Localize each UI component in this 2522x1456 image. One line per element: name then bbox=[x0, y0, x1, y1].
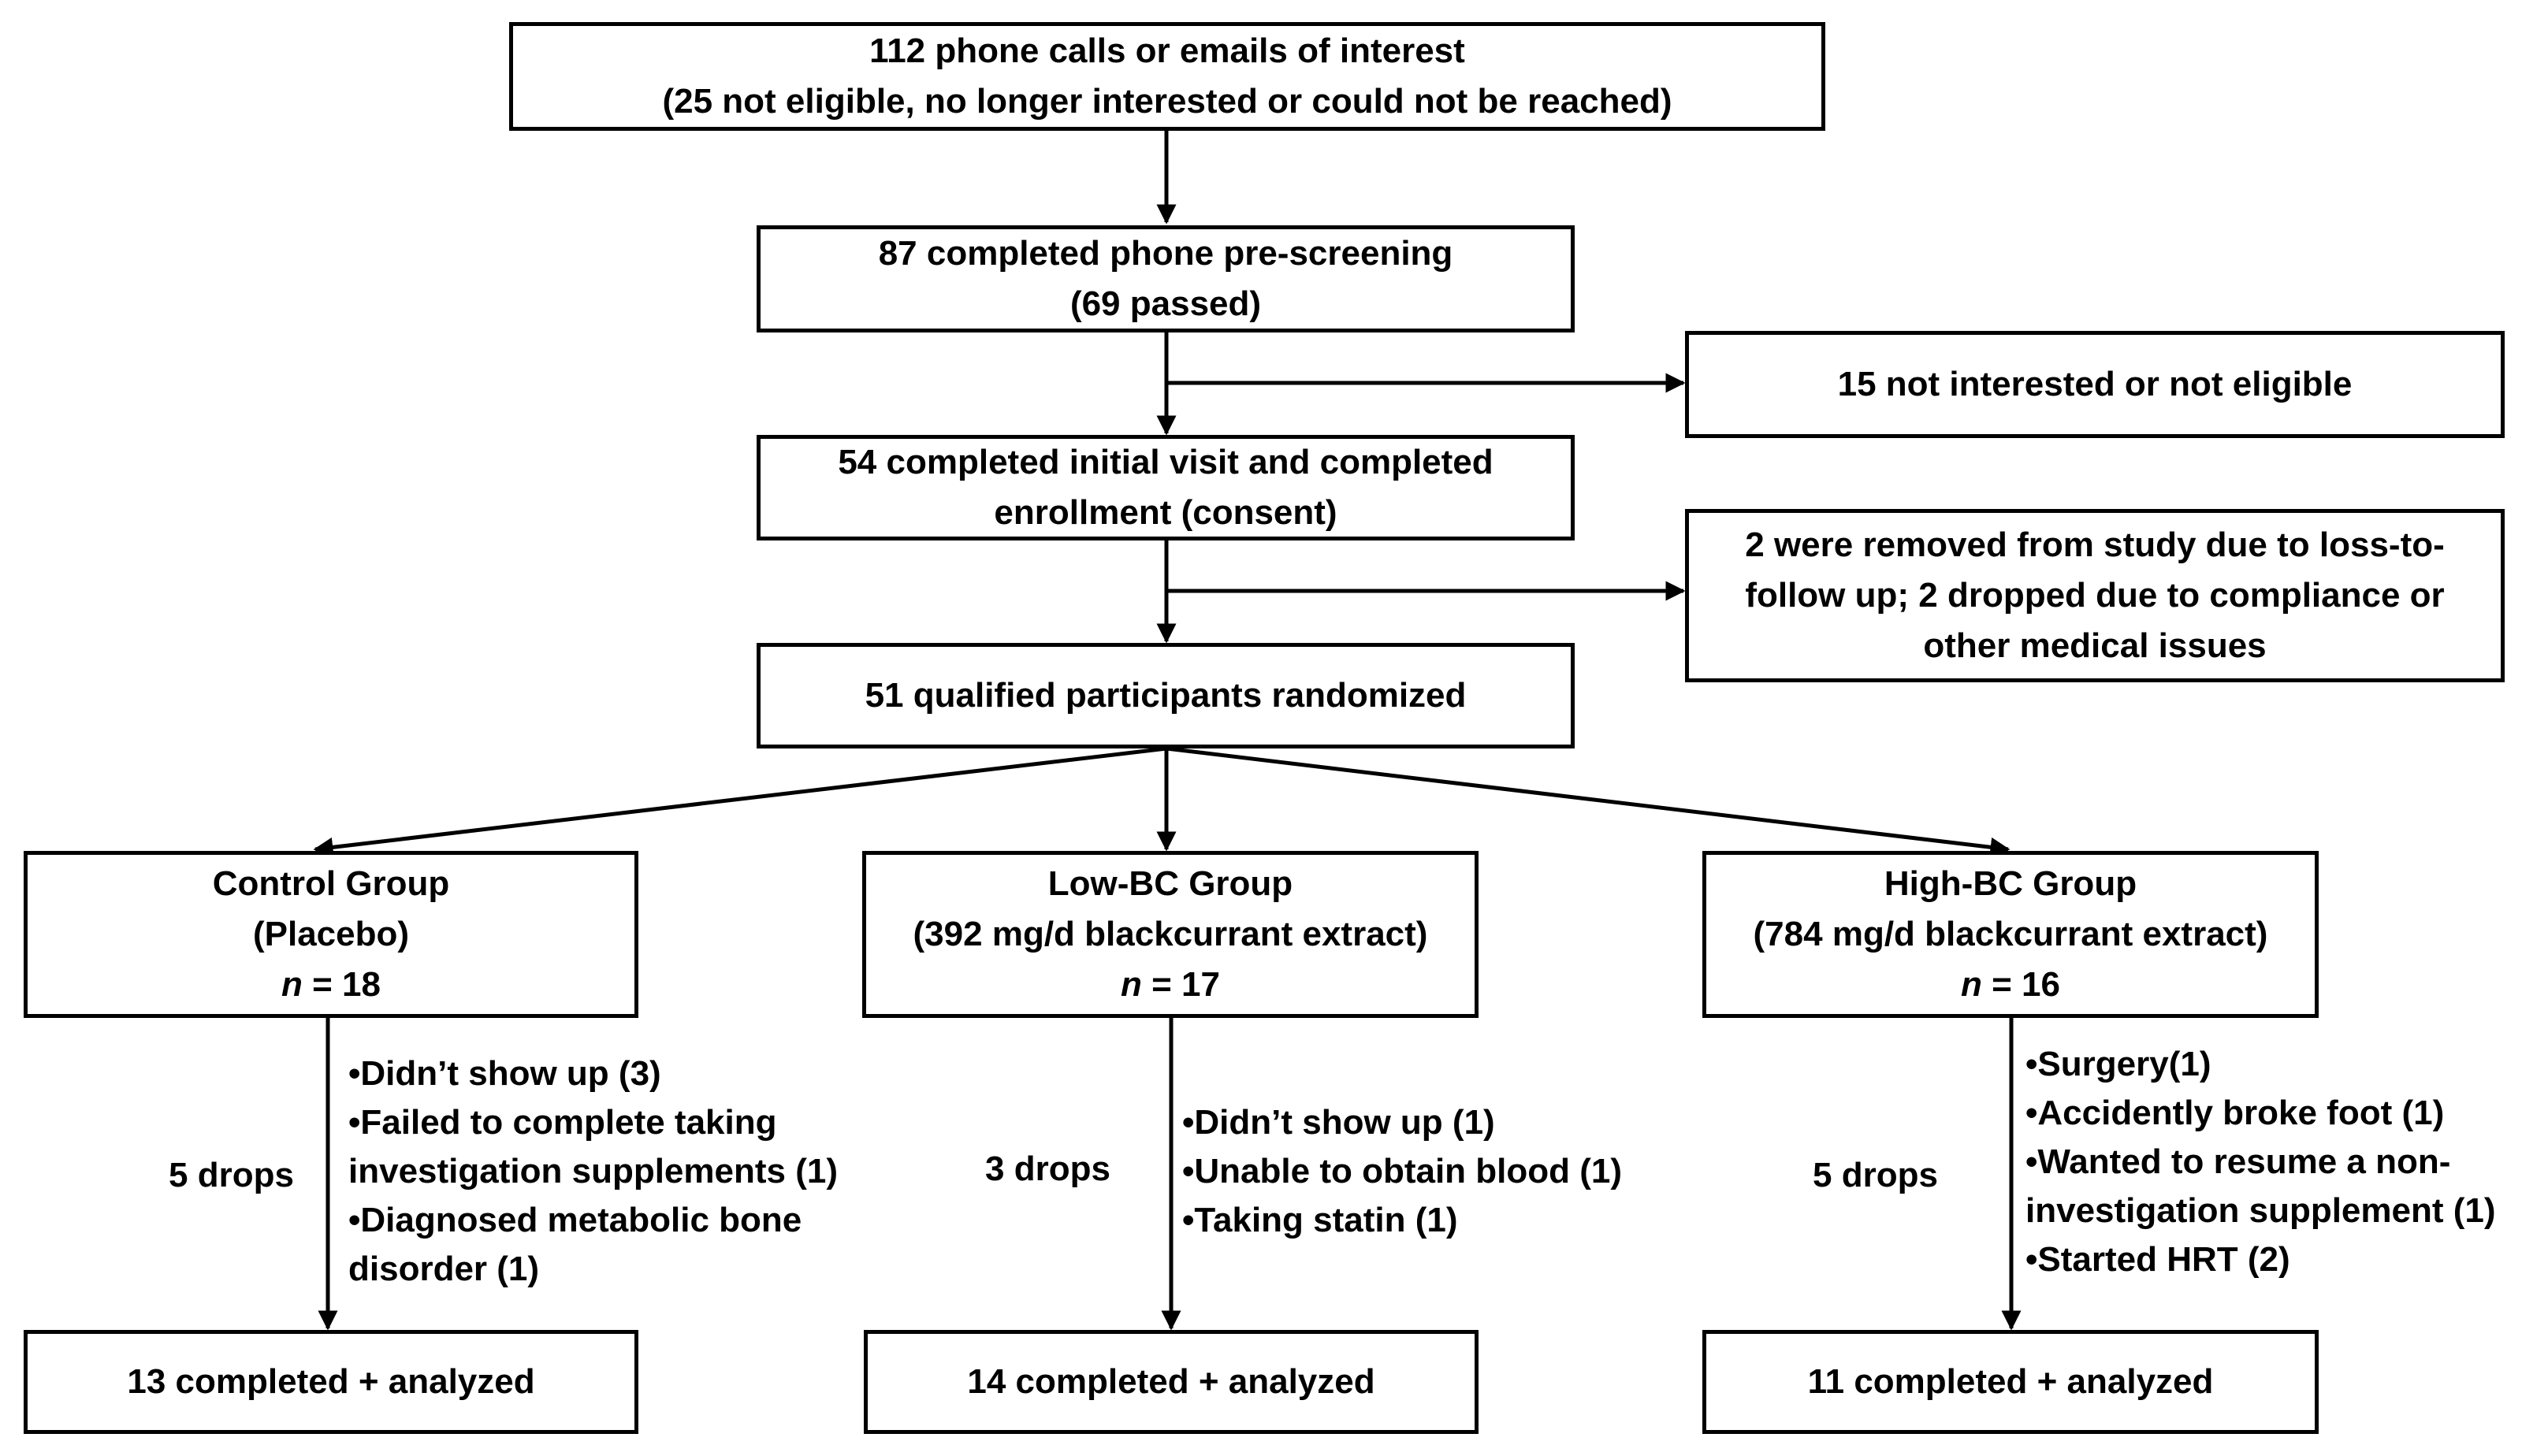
high-bc-completed-box: 11 completed + analyzed bbox=[1702, 1330, 2319, 1434]
low-bc-drops: 3 drops bbox=[985, 1150, 1110, 1188]
drop-reason: •Didn’t show up (3) bbox=[348, 1054, 661, 1093]
prescreen-line-1: 87 completed phone pre-screening bbox=[878, 234, 1453, 273]
enrollment-line-1: 54 completed initial visit and completed bbox=[838, 443, 1493, 481]
high-bc-group-detail: (784 mg/d blackcurrant extract) bbox=[1753, 915, 2268, 953]
randomized-line-1: 51 qualified participants randomized bbox=[865, 676, 1467, 715]
low-bc-completed-box: 14 completed + analyzed bbox=[864, 1330, 1479, 1434]
drop-reason: •Unable to obtain blood (1) bbox=[1182, 1152, 1623, 1190]
control-group-n: n = 18 bbox=[281, 965, 381, 1004]
drop-reason: •Failed to complete taking bbox=[348, 1103, 777, 1142]
control-drop-reasons: •Didn’t show up (3) •Failed to complete … bbox=[348, 1049, 838, 1294]
control-group-box: Control Group (Placebo) n = 18 bbox=[24, 851, 638, 1018]
control-completed-box: 13 completed + analyzed bbox=[24, 1330, 638, 1434]
drop-reason: •Taking statin (1) bbox=[1182, 1201, 1458, 1239]
control-drops: 5 drops bbox=[169, 1156, 294, 1194]
drop-reason: investigation supplements (1) bbox=[348, 1152, 838, 1190]
drop-reason: •Surgery(1) bbox=[2025, 1045, 2211, 1083]
high-bc-drops: 5 drops bbox=[1813, 1156, 1938, 1194]
high-bc-group-n: n = 16 bbox=[1961, 965, 2060, 1004]
excluded-1-line-1: 15 not interested or not eligible bbox=[1837, 365, 2353, 403]
drop-reason: disorder (1) bbox=[348, 1250, 540, 1288]
low-bc-completed-label: 14 completed + analyzed bbox=[967, 1362, 1375, 1401]
arrow-randomized-to-control bbox=[313, 746, 1167, 857]
high-bc-group-box: High-BC Group (784 mg/d blackcurrant ext… bbox=[1702, 851, 2319, 1018]
drop-reason: •Started HRT (2) bbox=[2025, 1240, 2290, 1279]
excluded-box-1: 15 not interested or not eligible bbox=[1685, 331, 2505, 438]
arrow-randomized-to-high-bc bbox=[1166, 746, 2011, 857]
drop-reason: •Accidently broke foot (1) bbox=[2025, 1094, 2445, 1132]
interest-line-2: (25 not eligible, no longer interested o… bbox=[662, 82, 1672, 121]
drop-reason: •Didn’t show up (1) bbox=[1182, 1103, 1495, 1142]
drop-reason: investigation supplement (1) bbox=[2025, 1191, 2496, 1230]
high-bc-group-name: High-BC Group bbox=[1884, 864, 2137, 903]
low-bc-drop-reasons: •Didn’t show up (1) •Unable to obtain bl… bbox=[1182, 1098, 1622, 1245]
low-bc-group-detail: (392 mg/d blackcurrant extract) bbox=[913, 915, 1428, 953]
low-bc-group-n: n = 17 bbox=[1121, 965, 1220, 1004]
control-group-name: Control Group bbox=[212, 864, 450, 903]
low-bc-group-box: Low-BC Group (392 mg/d blackcurrant extr… bbox=[862, 851, 1479, 1018]
excluded-2-line-2: follow up; 2 dropped due to compliance o… bbox=[1745, 576, 2445, 615]
prescreen-box: 87 completed phone pre-screening (69 pas… bbox=[757, 225, 1575, 332]
randomized-box: 51 qualified participants randomized bbox=[757, 643, 1575, 748]
drop-reason: •Diagnosed metabolic bone bbox=[348, 1201, 802, 1239]
excluded-2-line-3: other medical issues bbox=[1923, 626, 2267, 665]
excluded-2-line-1: 2 were removed from study due to loss-to… bbox=[1745, 526, 2445, 564]
enrollment-line-2: enrollment (consent) bbox=[994, 493, 1337, 532]
interest-line-1: 112 phone calls or emails of interest bbox=[869, 32, 1465, 70]
drop-reason: •Wanted to resume a non- bbox=[2025, 1142, 2451, 1181]
high-bc-drop-reasons: •Surgery(1) •Accidently broke foot (1) •… bbox=[2025, 1040, 2496, 1284]
low-bc-group-name: Low-BC Group bbox=[1047, 864, 1293, 903]
control-completed-label: 13 completed + analyzed bbox=[127, 1362, 535, 1401]
excluded-box-2: 2 were removed from study due to loss-to… bbox=[1685, 509, 2505, 682]
interest-box: 112 phone calls or emails of interest (2… bbox=[509, 22, 1825, 131]
enrollment-box: 54 completed initial visit and completed… bbox=[757, 435, 1575, 540]
high-bc-completed-label: 11 completed + analyzed bbox=[1807, 1362, 2214, 1401]
prescreen-line-2: (69 passed) bbox=[1069, 284, 1262, 323]
control-group-detail: (Placebo) bbox=[252, 915, 410, 953]
